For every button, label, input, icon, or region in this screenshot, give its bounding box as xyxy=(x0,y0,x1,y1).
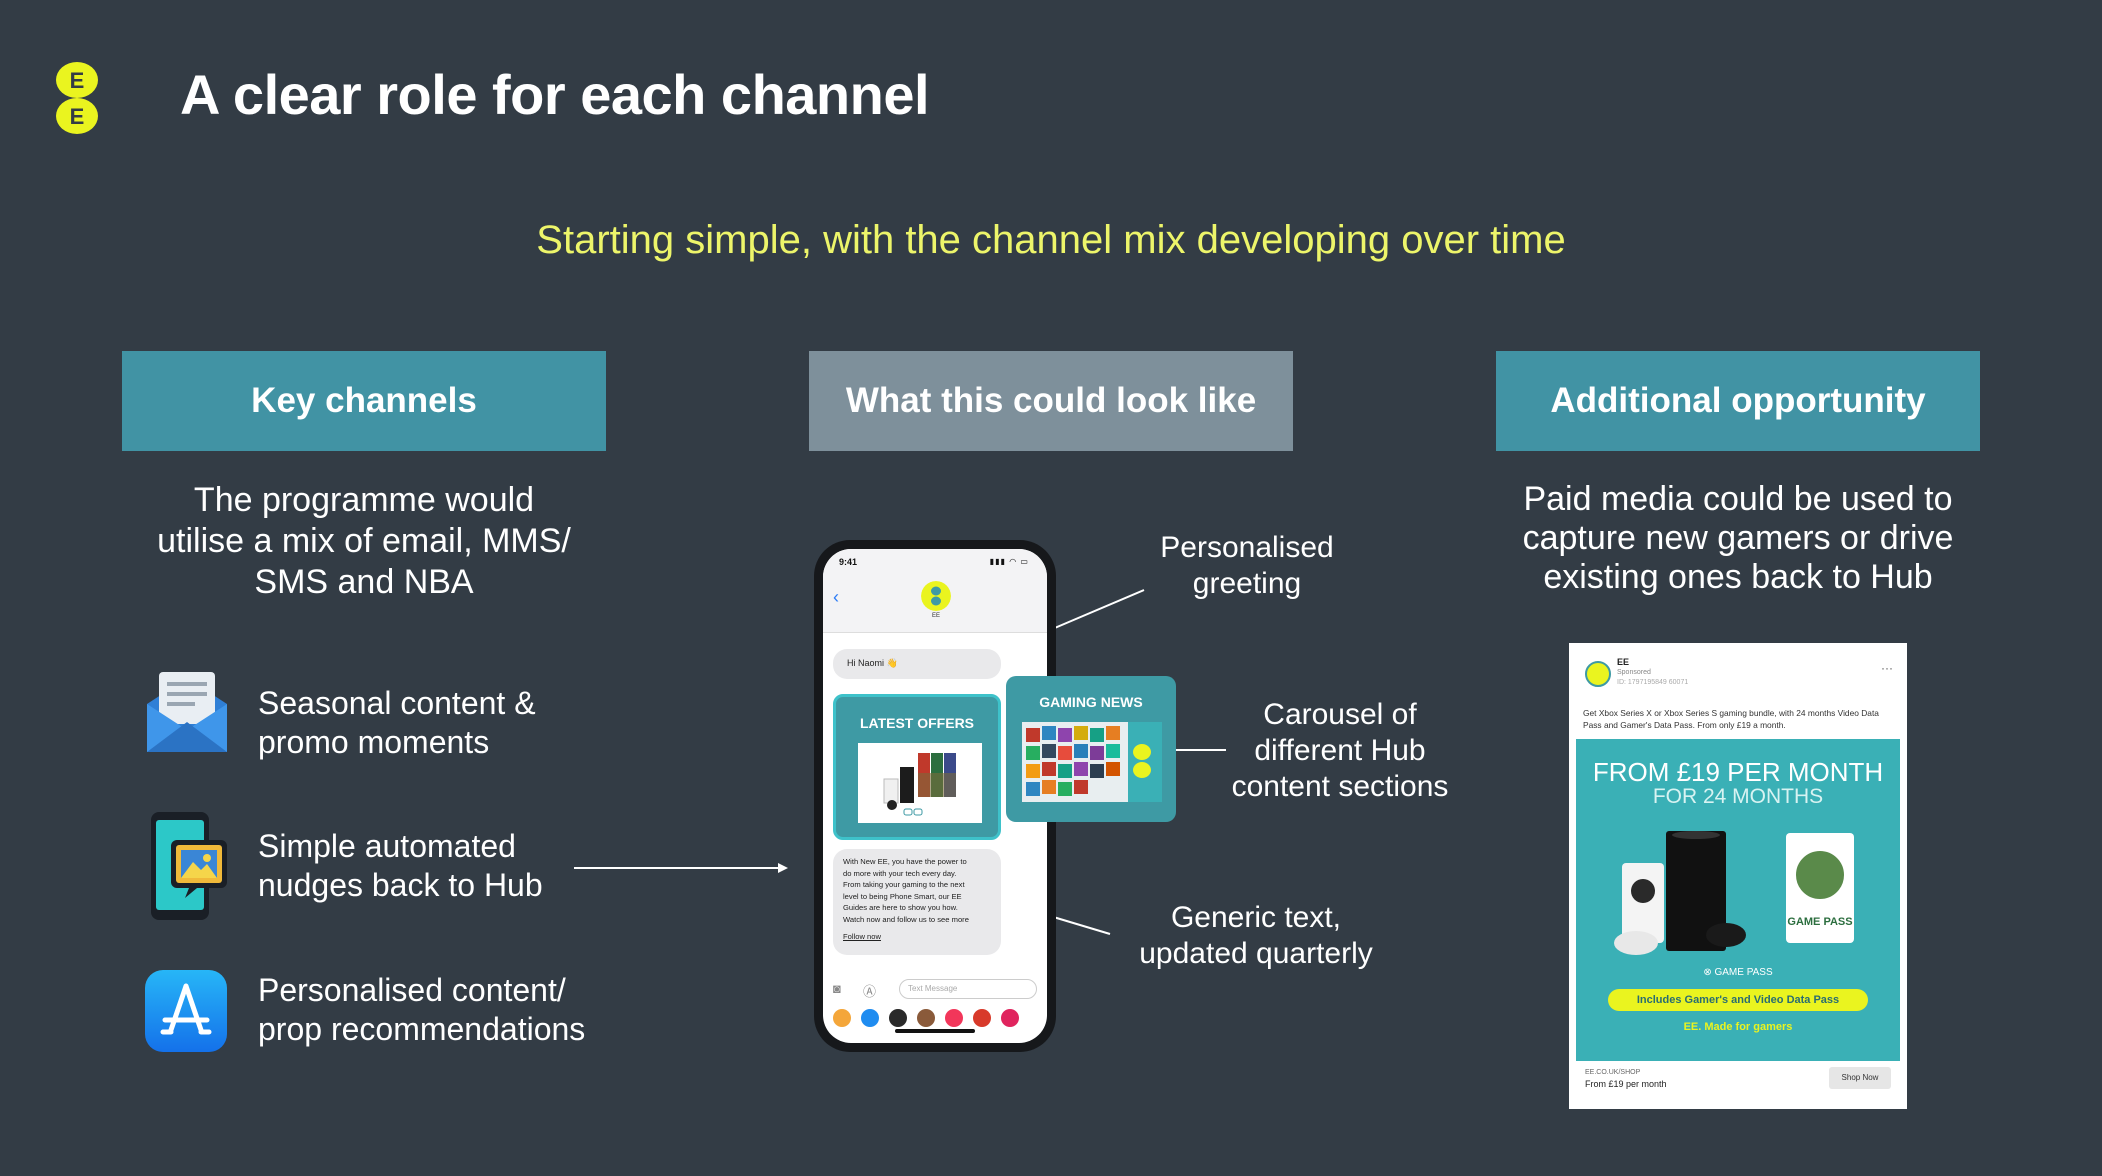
imessage-app-row xyxy=(833,1009,1043,1029)
gaming-news-title: GAMING NEWS xyxy=(1039,694,1143,710)
ee-logo: E E xyxy=(56,62,98,134)
additional-intro: Paid media could be used to capture new … xyxy=(1522,480,1954,596)
annotation-generic-text: Generic text, updated quarterly xyxy=(1139,901,1373,970)
annotation-carousel: Carousel of different Hub content sectio… xyxy=(1231,698,1449,803)
mobile-gallery-icon xyxy=(151,812,227,920)
ad-url: EE.CO.UK/SHOP xyxy=(1585,1069,1641,1076)
advertiser-avatar xyxy=(1585,661,1611,687)
contact-avatar xyxy=(921,581,951,611)
music-app-icon[interactable] xyxy=(945,1009,963,1027)
message-input-bar: ◙ Ⓐ Text Message xyxy=(833,979,1037,1001)
appstore-app-icon[interactable] xyxy=(861,1009,879,1027)
app-store-icon xyxy=(145,970,227,1052)
ad-hero-image: FROM £19 PER MONTH FOR 24 MONTHS GAME PA… xyxy=(1576,739,1900,1061)
shop-now-button[interactable]: Shop Now xyxy=(1829,1067,1891,1089)
gaming-news-card[interactable]: GAMING NEWS xyxy=(1006,676,1176,822)
latest-offers-title: LATEST OFFERS xyxy=(859,715,975,731)
ad-id: ID: 1797195849 60071 xyxy=(1617,679,1689,686)
memoji-app-icon[interactable] xyxy=(917,1009,935,1027)
back-chevron-icon[interactable]: ‹ xyxy=(833,587,839,607)
status-icons: ▮▮▮ ◠ ▭ xyxy=(989,557,1029,566)
svg-text:E: E xyxy=(70,68,85,93)
data-pass-pill: Includes Gamer's and Video Data Pass xyxy=(1608,989,1868,1011)
channel-item-nudges: Simple automated nudges back to Hub xyxy=(258,828,543,903)
ad-tagline: EE. Made for gamers xyxy=(1683,1021,1793,1033)
camera-icon[interactable]: ◙ xyxy=(833,981,841,996)
key-channels-intro: The programme would utilise a mix of ema… xyxy=(157,481,571,601)
xbox-consoles-image: GAME PASS xyxy=(1614,831,1854,955)
channel-item-seasonal: Seasonal content & promo moments xyxy=(258,685,536,760)
look-like-heading: What this could look like xyxy=(809,351,1293,451)
home-indicator xyxy=(895,1029,975,1033)
page-title: A clear role for each channel xyxy=(180,63,930,126)
ad-price: From £19 per month xyxy=(1585,1079,1667,1089)
game-pass-card-text: GAME PASS xyxy=(1787,916,1852,928)
greeting-bubble: Hi Naomi 👋 xyxy=(833,649,1001,679)
page-subtitle: Starting simple, with the channel mix de… xyxy=(536,218,1566,262)
game-grid-image xyxy=(1022,722,1162,802)
ad-copy: Get Xbox Series X or Xbox Series S gamin… xyxy=(1583,708,1879,730)
social-ad-mockup: EE Sponsored ID: 1797195849 60071 ··· Ge… xyxy=(1569,643,1907,1109)
advertiser-name: EE xyxy=(1617,657,1630,667)
more-options-icon[interactable]: ··· xyxy=(1881,661,1893,675)
svg-text:E: E xyxy=(70,104,85,129)
photos-app-icon[interactable] xyxy=(833,1009,851,1027)
generic-text-bubble: With New EE, you have the power to do mo… xyxy=(833,849,1001,955)
latest-offers-card[interactable]: LATEST OFFERS xyxy=(833,694,1001,840)
channel-item-personalised: Personalised content/ prop recommendatio… xyxy=(258,972,586,1047)
email-icon xyxy=(147,672,227,752)
message-header: 9:41 ▮▮▮ ◠ ▭ ‹ EE xyxy=(823,549,1047,633)
annotation-greeting: Personalised greeting xyxy=(1160,531,1334,600)
ad-subheadline: FOR 24 MONTHS xyxy=(1652,785,1824,808)
additional-opportunity-heading: Additional opportunity xyxy=(1496,351,1980,451)
follow-now-link[interactable]: Follow now xyxy=(843,932,881,941)
sticker-app-icon[interactable] xyxy=(973,1009,991,1027)
ad-headline: FROM £19 PER MONTH xyxy=(1592,757,1884,787)
search-app-icon[interactable] xyxy=(1001,1009,1019,1027)
key-channels-heading: Key channels xyxy=(122,351,606,451)
status-time: 9:41 xyxy=(839,557,858,567)
text-message-input[interactable]: Text Message xyxy=(899,979,1037,999)
fitness-app-icon[interactable] xyxy=(889,1009,907,1027)
sponsored-label: Sponsored xyxy=(1617,669,1651,676)
console-games-image xyxy=(858,743,982,823)
apps-icon[interactable]: Ⓐ xyxy=(863,984,877,999)
contact-name: EE xyxy=(931,613,940,619)
game-pass-logo: ⊗ GAME PASS xyxy=(1703,967,1773,978)
